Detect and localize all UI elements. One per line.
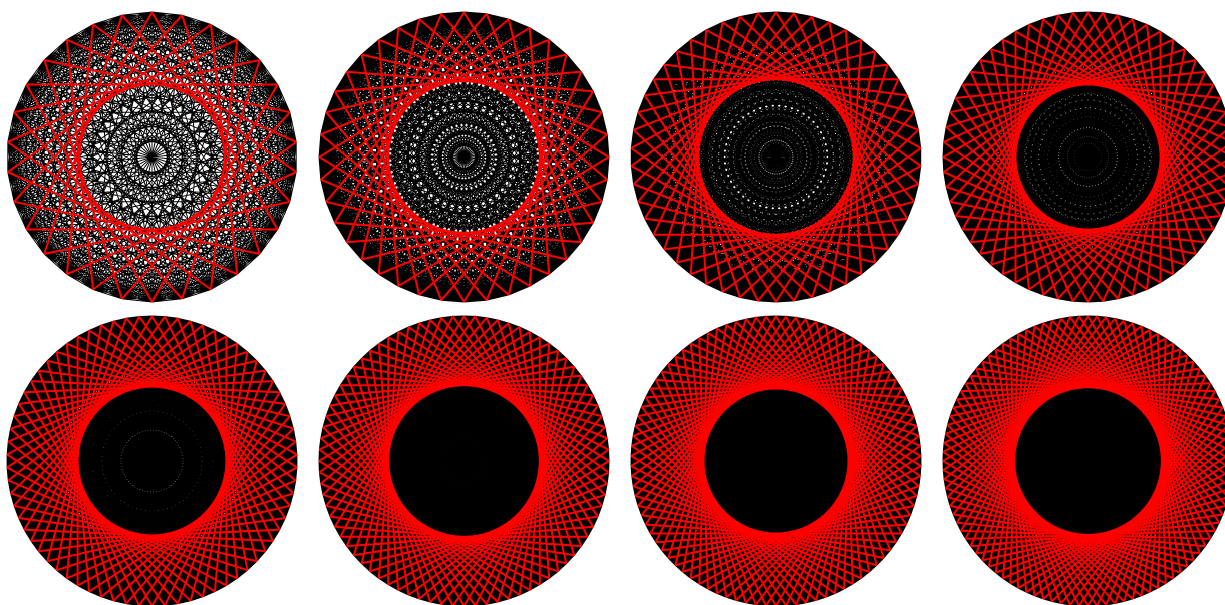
chord-panel-7 [631,316,921,605]
chord-panel-3 [631,12,921,302]
chord-panel-1 [7,12,297,302]
chord-panel-8 [943,316,1225,605]
chord-panel-4 [943,12,1225,302]
chord-panel-6 [319,316,609,605]
chord-panel-5 [7,316,297,605]
chord-panel-2 [319,12,609,302]
